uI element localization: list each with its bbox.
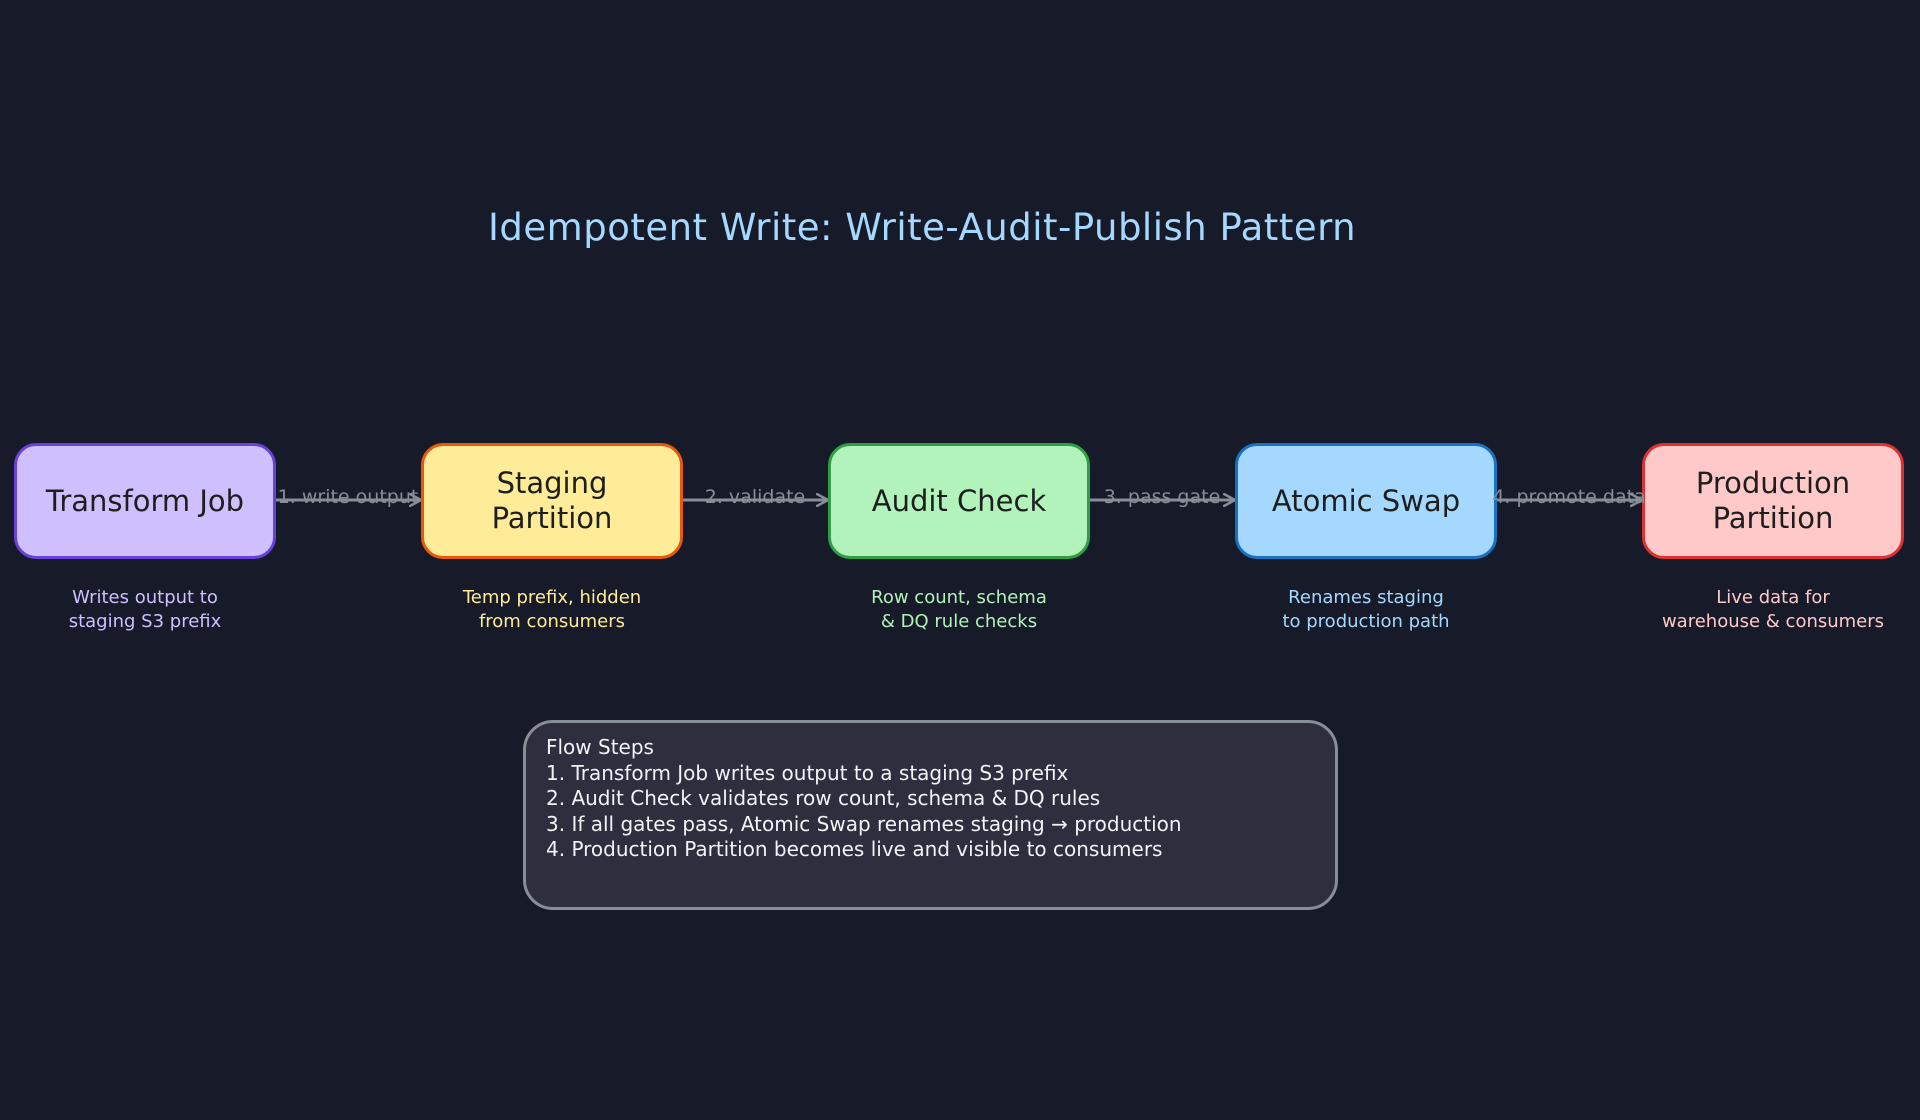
edge-label-write-output: 1. write output <box>277 486 419 508</box>
flow-step-4: 4. Production Partition becomes live and… <box>546 837 1163 861</box>
node-production-partition[interactable]: Production Partition <box>1642 443 1904 559</box>
node-staging-partition[interactable]: Staging Partition <box>421 443 683 559</box>
flow-steps-panel: Flow Steps 1. Transform Job writes outpu… <box>523 720 1338 910</box>
node-label: Atomic Swap <box>1271 483 1461 518</box>
node-label: Staging Partition <box>491 466 613 535</box>
node-transform-job[interactable]: Transform Job <box>14 443 276 559</box>
node-caption-transform-job: Writes output to staging S3 prefix <box>68 587 222 632</box>
node-caption-atomic-swap: Renames staging to production path <box>1282 587 1450 632</box>
flow-step-1: 1. Transform Job writes output to a stag… <box>546 760 1069 785</box>
flow-step-2: 2. Audit Check validates row count, sche… <box>546 786 1101 810</box>
node-label: Production Partition <box>1695 466 1851 535</box>
node-audit-check[interactable]: Audit Check <box>828 443 1090 559</box>
node-caption-audit-check: Row count, schema & DQ rule checks <box>871 587 1047 632</box>
diagram-title: Idempotent Write: Write-Audit-Publish Pa… <box>488 206 1357 249</box>
node-caption-staging-partition: Temp prefix, hidden from consumers <box>462 587 642 632</box>
edge-label-pass-gate: 3. pass gate <box>1103 486 1221 508</box>
edge-label-promote-data: 4. promote data <box>1492 486 1646 508</box>
node-caption-production-partition: Live data for warehouse & consumers <box>1661 587 1885 632</box>
flow-steps-heading: Flow Steps <box>546 735 654 759</box>
node-label: Transform Job <box>45 483 245 518</box>
edge-label-validate: 2. validate <box>704 486 806 508</box>
node-label: Audit Check <box>871 483 1047 518</box>
flow-step-3: 3. If all gates pass, Atomic Swap rename… <box>546 811 1182 836</box>
node-atomic-swap[interactable]: Atomic Swap <box>1235 443 1497 559</box>
